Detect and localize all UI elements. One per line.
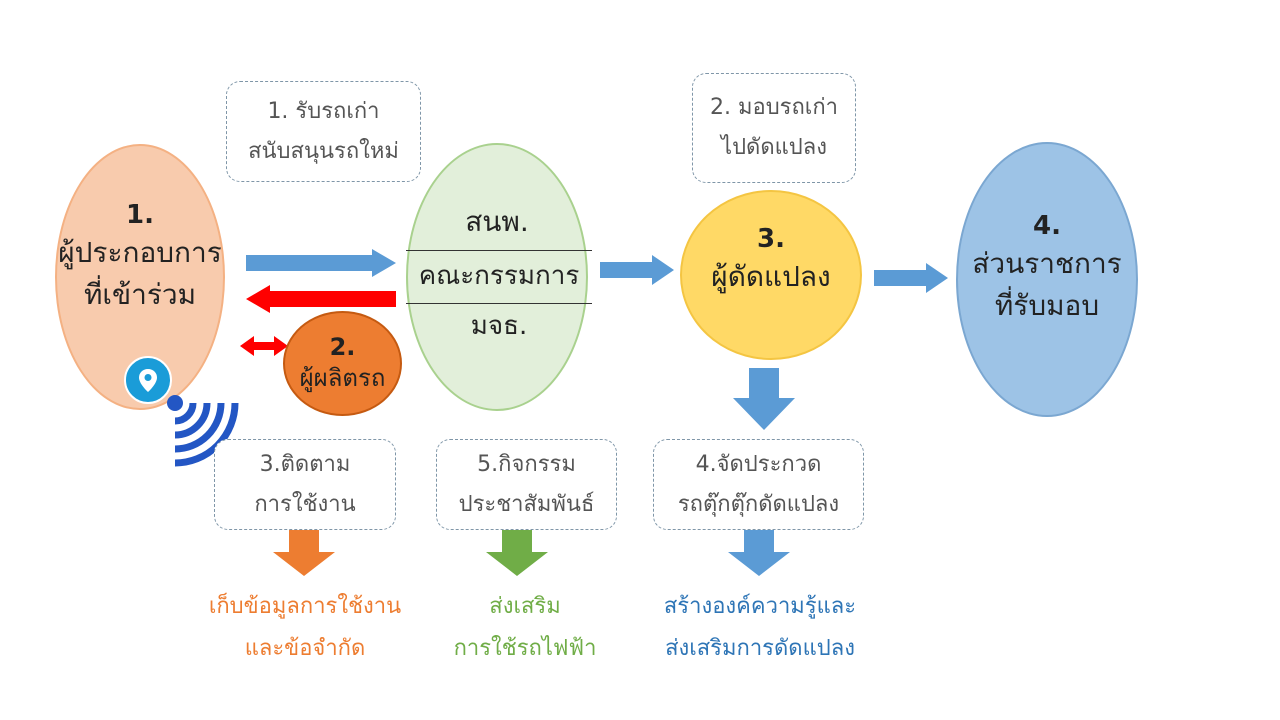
committee-line2: คณะกรรมการ xyxy=(418,261,580,291)
committee-line1: สนพ. xyxy=(465,205,529,238)
arrow-track-to-data xyxy=(273,530,335,576)
arrow-pr-to-promote xyxy=(486,530,548,576)
box-deliver: 2. มอบรถเก่า ไปดัดแปลง xyxy=(692,73,856,183)
government-line1: ส่วนราชการ xyxy=(972,246,1122,280)
outcome-promote-line2: การใช้รถไฟฟ้า xyxy=(453,636,597,661)
arrow-converter-to-government xyxy=(874,263,948,293)
box-receive-line1: 1. รับรถเก่า xyxy=(267,98,380,124)
box-pr: 5.กิจกรรม ประชาสัมพันธ์ xyxy=(436,439,617,530)
converter-number: 3. xyxy=(757,224,785,254)
operator-node: 1. ผู้ประกอบการ ที่เข้าร่วม xyxy=(55,144,225,410)
arrow-operator-to-committee xyxy=(246,249,396,277)
arrow-operator-manufacturer xyxy=(240,336,288,356)
committee-node: สนพ. xyxy=(406,143,588,411)
box-track-line1: 3.ติดตาม xyxy=(259,451,351,477)
manufacturer-number: 2. xyxy=(329,332,356,361)
arrow-contest-to-knowledge xyxy=(728,530,790,576)
box-contest: 4.จัดประกวด รถตุ๊กตุ๊กดัดแปลง xyxy=(653,439,864,530)
manufacturer-node: 2. ผู้ผลิตรถ xyxy=(283,311,402,416)
government-line2: ที่รับมอบ xyxy=(994,288,1100,322)
outcome-data-line2: และข้อจำกัด xyxy=(244,636,366,661)
outcome-data-line1: เก็บข้อมูลการใช้งาน xyxy=(208,594,402,619)
outcome-data: เก็บข้อมูลการใช้งาน และข้อจำกัด xyxy=(180,586,430,670)
box-pr-line1: 5.กิจกรรม xyxy=(477,451,576,477)
outcome-knowledge: สร้างองค์ความรู้และ ส่งเสริมการดัดแปลง xyxy=(630,586,890,670)
outcome-knowledge-line2: ส่งเสริมการดัดแปลง xyxy=(665,636,855,661)
operator-number: 1. xyxy=(126,200,154,230)
box-deliver-line1: 2. มอบรถเก่า xyxy=(710,95,838,120)
arrow-committee-to-converter xyxy=(600,255,674,285)
box-pr-line2: ประชาสัมพันธ์ xyxy=(458,491,595,517)
arrow-converter-to-contest xyxy=(733,368,795,430)
box-receive-line2: สนับสนุนรถใหม่ xyxy=(248,138,399,164)
location-pin-icon xyxy=(124,356,172,404)
box-track-line2: การใช้งาน xyxy=(254,491,356,517)
box-contest-line2: รถตุ๊กตุ๊กดัดแปลง xyxy=(677,491,840,517)
converter-label: ผู้ดัดแปลง xyxy=(711,260,831,293)
outcome-promote-line1: ส่งเสริม xyxy=(489,594,561,619)
outcome-knowledge-line1: สร้างองค์ความรู้และ xyxy=(663,594,857,619)
manufacturer-label: ผู้ผลิตรถ xyxy=(299,363,386,392)
arrow-committee-to-operator xyxy=(246,285,396,313)
operator-line1: ผู้ประกอบการ xyxy=(58,236,222,269)
committee-line3: มจธ. xyxy=(470,311,528,341)
operator-line2: ที่เข้าร่วม xyxy=(83,278,197,311)
box-track: 3.ติดตาม การใช้งาน xyxy=(214,439,396,530)
government-number: 4. xyxy=(1033,210,1061,241)
committee-divider-bottom xyxy=(406,303,592,304)
box-contest-line1: 4.จัดประกวด xyxy=(695,451,822,477)
box-deliver-line2: ไปดัดแปลง xyxy=(721,135,827,160)
box-receive: 1. รับรถเก่า สนับสนุนรถใหม่ xyxy=(226,81,421,182)
converter-node: 3. ผู้ดัดแปลง xyxy=(680,190,862,360)
government-node: 4. ส่วนราชการ ที่รับมอบ xyxy=(956,142,1138,417)
committee-divider-top xyxy=(406,250,592,251)
outcome-promote: ส่งเสริม การใช้รถไฟฟ้า xyxy=(410,586,640,670)
